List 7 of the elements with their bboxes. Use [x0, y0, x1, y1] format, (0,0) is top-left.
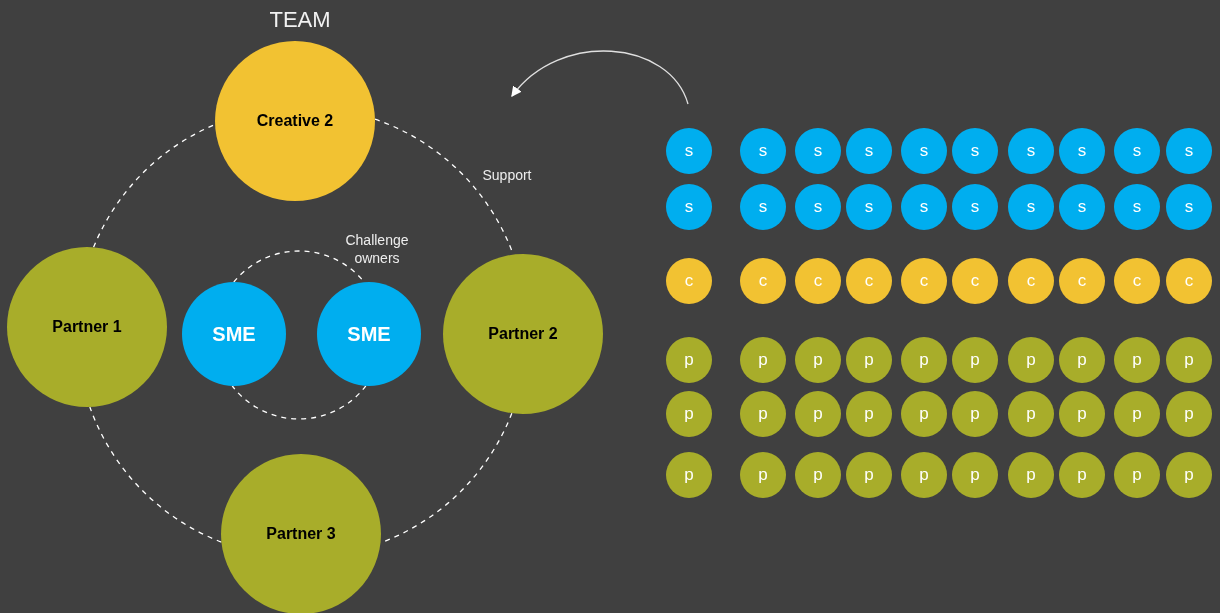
- annotation-label: Support: [481, 166, 533, 184]
- dashed-ring-arc: [231, 385, 367, 420]
- title: TEAM: [268, 6, 332, 34]
- dashed-ring-arc: [233, 250, 365, 283]
- annotation-label: Challenge owners: [344, 231, 410, 267]
- dashed-ring-arc: [89, 406, 223, 543]
- dashed-ring-arc: [92, 123, 216, 248]
